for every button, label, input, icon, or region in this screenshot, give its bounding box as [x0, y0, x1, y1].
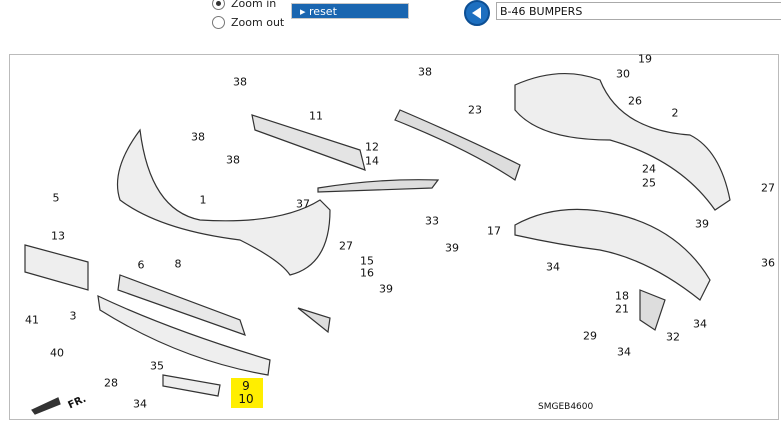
part-callout[interactable]: 33 — [425, 214, 439, 228]
part-callout[interactable]: 24 — [642, 162, 656, 176]
zoom-in-radio[interactable]: Zoom in — [212, 0, 276, 10]
part-callout[interactable]: 39 — [695, 217, 709, 231]
diagram-code: SMGEB4600 — [538, 402, 594, 412]
part-callout[interactable]: 9 — [242, 379, 250, 393]
back-arrow-icon — [472, 7, 481, 19]
reset-button[interactable]: ▸ reset — [291, 3, 409, 19]
part-callout[interactable]: 14 — [365, 154, 379, 168]
part-callout[interactable]: 29 — [583, 329, 597, 343]
part-callout[interactable]: 10 — [238, 392, 254, 406]
part-callout[interactable]: 18 — [615, 289, 629, 303]
parts-diagram — [9, 54, 779, 420]
part-callout[interactable]: 38 — [233, 75, 247, 89]
part-callout[interactable]: 15 — [360, 254, 374, 268]
part-callout[interactable]: 41 — [25, 313, 39, 327]
reset-label: reset — [309, 5, 337, 18]
zoom-in-label: Zoom in — [231, 0, 277, 10]
part-callout[interactable]: 21 — [615, 302, 629, 316]
part-callout[interactable]: 40 — [50, 346, 64, 360]
part-callout[interactable]: 28 — [104, 376, 118, 390]
part-callout[interactable]: 17 — [487, 224, 501, 238]
part-callout[interactable]: 3 — [69, 309, 77, 323]
part-callout[interactable]: 12 — [365, 140, 379, 154]
part-callout[interactable]: 6 — [137, 258, 145, 272]
zoom-out-radio[interactable]: Zoom out — [212, 16, 284, 29]
back-button[interactable] — [464, 0, 490, 26]
part-callout[interactable]: 27 — [761, 181, 775, 195]
part-callout[interactable]: 38 — [226, 153, 240, 167]
part-callout[interactable]: 37 — [296, 197, 310, 211]
part-callout[interactable]: 36 — [761, 256, 775, 270]
part-callout[interactable]: 5 — [52, 191, 60, 205]
part-callout[interactable]: 26 — [628, 94, 642, 108]
part-callout[interactable]: 16 — [360, 266, 374, 280]
part-callout[interactable]: 8 — [174, 257, 182, 271]
part-callout[interactable]: 39 — [445, 241, 459, 255]
part-callout[interactable]: 32 — [666, 330, 680, 344]
part-callout[interactable]: 34 — [617, 345, 631, 359]
part-callout[interactable]: 19 — [638, 52, 652, 66]
zoom-out-label: Zoom out — [231, 16, 285, 29]
part-callout[interactable]: 13 — [51, 229, 65, 243]
part-callout[interactable]: 34 — [133, 397, 147, 411]
part-callout[interactable]: 27 — [339, 239, 353, 253]
part-callout[interactable]: 25 — [642, 176, 656, 190]
part-callout[interactable]: 30 — [616, 67, 630, 81]
part-callout[interactable]: 38 — [191, 130, 205, 144]
highlight-box — [231, 378, 263, 408]
section-title-field: B-46 BUMPERS — [496, 2, 781, 20]
front-arrow-icon — [31, 397, 61, 415]
part-callout[interactable]: 11 — [309, 109, 323, 123]
radio-checked-icon — [212, 0, 225, 10]
part-callout[interactable]: 23 — [468, 103, 482, 117]
part-callout[interactable]: 35 — [150, 359, 164, 373]
part-callout[interactable]: 2 — [671, 106, 679, 120]
radio-unchecked-icon — [212, 16, 225, 29]
part-callout[interactable]: 38 — [418, 65, 432, 79]
part-callout[interactable]: 34 — [546, 260, 560, 274]
part-callout[interactable]: 34 — [693, 317, 707, 331]
part-callout[interactable]: 1 — [199, 193, 207, 207]
part-callout[interactable]: 39 — [379, 282, 393, 296]
